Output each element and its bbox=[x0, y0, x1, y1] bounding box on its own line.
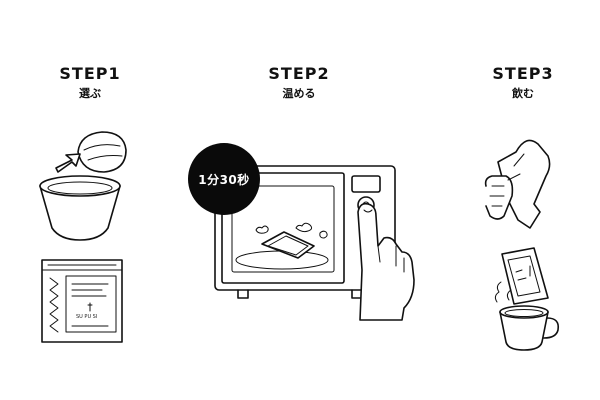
step1-title: STEP1 bbox=[59, 64, 121, 83]
step2-subtitle: 温める bbox=[282, 87, 316, 100]
step2-title: STEP2 bbox=[268, 64, 330, 83]
step3-subtitle: 飲む bbox=[512, 87, 534, 100]
package-brand-text: SU PU SI bbox=[76, 314, 98, 320]
pressing-hand-illustration bbox=[357, 202, 415, 321]
step3-heading: STEP3 飲む bbox=[443, 64, 600, 101]
mug-with-drip-packet-illustration bbox=[494, 247, 560, 351]
timer-badge: 1分30秒 bbox=[188, 143, 260, 215]
hand-holding-cup-illustration bbox=[484, 139, 551, 229]
timer-badge-text: 1分30秒 bbox=[198, 172, 250, 187]
step2-heading: STEP2 温める bbox=[219, 64, 379, 101]
step1-heading: STEP1 選ぶ bbox=[10, 64, 170, 101]
step3-title: STEP3 bbox=[492, 64, 554, 83]
cup-with-lid-illustration bbox=[39, 131, 127, 241]
step1-subtitle: 選ぶ bbox=[79, 87, 101, 100]
soup-package-illustration bbox=[41, 259, 123, 343]
